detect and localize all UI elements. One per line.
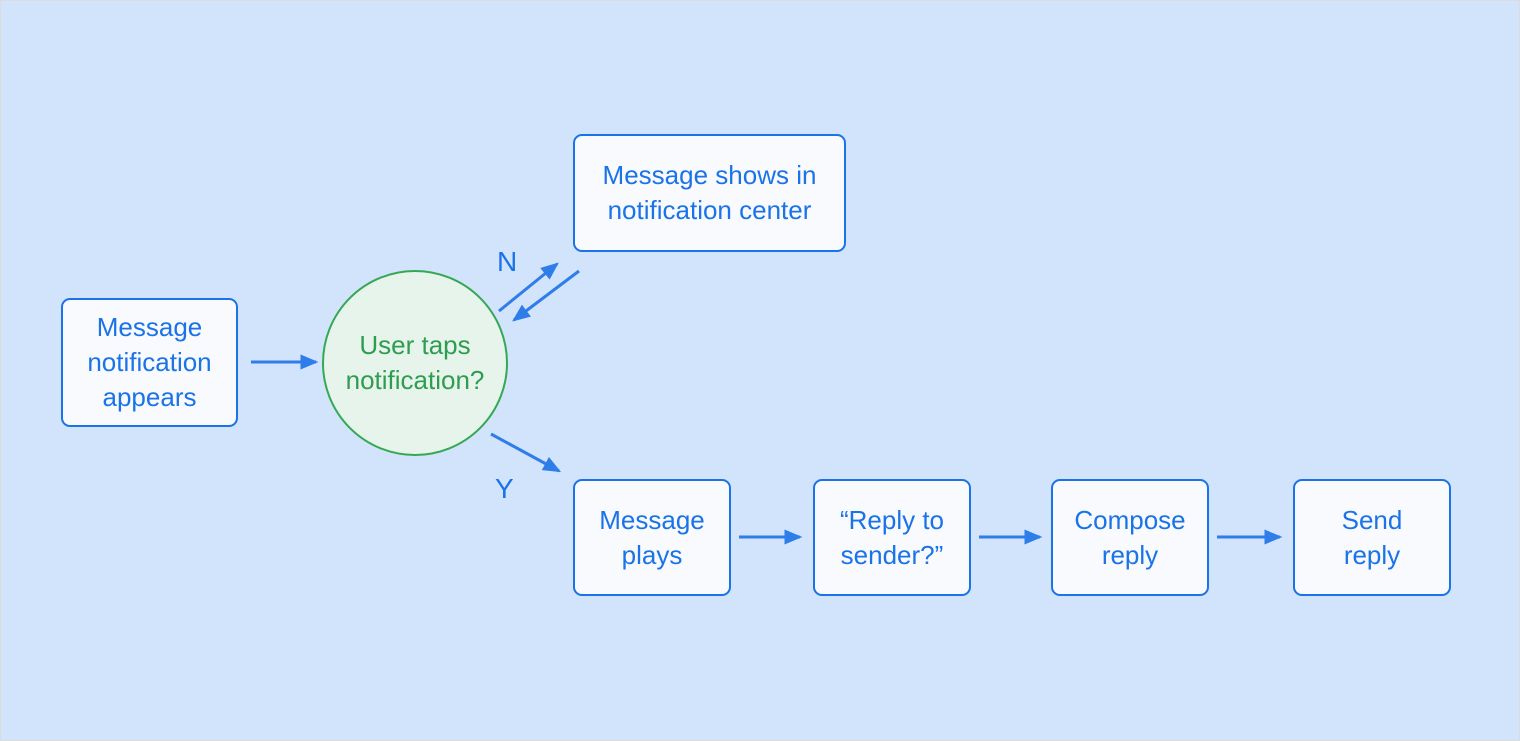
node-label-line: sender?” bbox=[840, 539, 944, 570]
arrow-decision-to-message-plays bbox=[490, 432, 562, 473]
node-user-taps-notification-decision: User taps notification? bbox=[322, 270, 508, 456]
node-label: Send reply bbox=[1342, 503, 1403, 573]
node-label-line: notification bbox=[87, 347, 212, 377]
node-label: “Reply to sender?” bbox=[840, 503, 944, 573]
node-label: Compose reply bbox=[1074, 503, 1185, 573]
node-label-line: Message shows in bbox=[602, 160, 817, 190]
edge-label-yes: Y bbox=[495, 473, 514, 504]
node-label: Message shows in notification center bbox=[603, 158, 817, 228]
node-label-line: Compose bbox=[1074, 504, 1186, 535]
node-label: Message plays bbox=[599, 503, 705, 573]
node-label: User taps notification? bbox=[346, 328, 485, 398]
node-label-line: reply bbox=[1343, 539, 1401, 570]
arrow-notification-center-to-decision bbox=[512, 269, 580, 322]
node-message-notification-appears: Message notification appears bbox=[61, 298, 238, 427]
node-label-line: reply bbox=[1101, 539, 1159, 570]
edge-label-no: N bbox=[497, 246, 518, 277]
node-label: Message notification appears bbox=[87, 310, 211, 415]
node-label-line: “Reply to bbox=[839, 504, 945, 535]
node-label-line: notification? bbox=[345, 365, 485, 395]
node-label-line: notification center bbox=[607, 195, 812, 225]
node-label-line: User taps bbox=[359, 330, 471, 360]
node-label-line: appears bbox=[102, 382, 197, 412]
node-message-shows-in-notification-center: Message shows in notification center bbox=[573, 134, 846, 252]
node-reply-to-sender: “Reply to sender?” bbox=[813, 479, 971, 596]
node-label-line: Message bbox=[96, 312, 203, 342]
node-label-line: Send bbox=[1341, 504, 1403, 535]
node-compose-reply: Compose reply bbox=[1051, 479, 1209, 596]
node-label-line: Message bbox=[599, 504, 705, 535]
node-label-line: plays bbox=[621, 539, 683, 570]
node-message-plays: Message plays bbox=[573, 479, 731, 596]
node-send-reply: Send reply bbox=[1293, 479, 1451, 596]
